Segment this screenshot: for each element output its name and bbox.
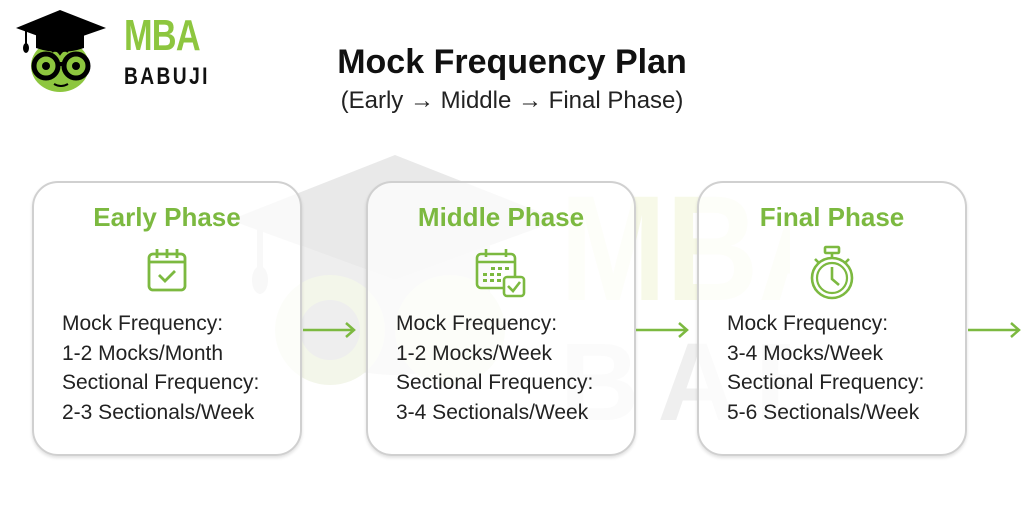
phase-card-early: Early Phase Mock Frequency: 1-2 Mocks/Mo…	[32, 181, 302, 456]
phase-details: Mock Frequency: 3-4 Mocks/Week Sectional…	[727, 309, 924, 427]
sectional-frequency-value: 3-4 Sectionals/Week	[396, 400, 589, 424]
phase-title: Middle Phase	[417, 202, 585, 232]
owl-graduate-icon	[16, 10, 106, 92]
stopwatch-icon	[810, 245, 854, 300]
brand-name-babuji: BABUJI	[124, 63, 210, 90]
sectional-frequency-value: 5-6 Sectionals/Week	[727, 400, 920, 424]
flow-arrow-icon	[303, 322, 356, 338]
flow-arrow-icon	[636, 322, 689, 338]
flow-arrow-icon	[968, 322, 1021, 338]
calendar-grid-check-icon	[475, 249, 526, 298]
sectional-frequency-label: Sectional Frequency:	[396, 371, 594, 394]
mock-frequency-label: Mock Frequency:	[396, 312, 558, 335]
brand-name-mba: MBA	[124, 11, 201, 60]
sectional-frequency-value: 2-3 Sectionals/Week	[62, 400, 255, 424]
phase-details: Mock Frequency: 1-2 Mocks/Week Sectional…	[396, 309, 593, 427]
mock-frequency-value: 1-2 Mocks/Month	[62, 341, 224, 365]
mock-frequency-label: Mock Frequency:	[62, 312, 224, 335]
phase-title: Final Phase	[759, 202, 905, 232]
mock-frequency-value: 1-2 Mocks/Week	[396, 341, 552, 365]
mock-frequency-label: Mock Frequency:	[727, 312, 889, 335]
calendar-check-icon	[147, 249, 187, 292]
page-title: Mock Frequency Plan	[337, 43, 687, 81]
page-subtitle: (Early → Middle → Final Phase)	[340, 87, 684, 114]
phase-card-final: Final Phase Mock Frequency: 3-4 Mocks/We…	[697, 181, 967, 456]
phase-title: Early Phase	[93, 202, 241, 232]
brand-logo: MBA BABUJI	[14, 8, 207, 94]
phase-details: Mock Frequency: 1-2 Mocks/Month Sectiona…	[62, 309, 259, 427]
sectional-frequency-label: Sectional Frequency:	[727, 371, 925, 394]
phase-card-middle: Middle Phase Mock Frequency: 1-2 Mocks/W…	[366, 181, 636, 456]
sectional-frequency-label: Sectional Frequency:	[62, 371, 260, 394]
mock-frequency-value: 3-4 Mocks/Week	[727, 341, 883, 365]
